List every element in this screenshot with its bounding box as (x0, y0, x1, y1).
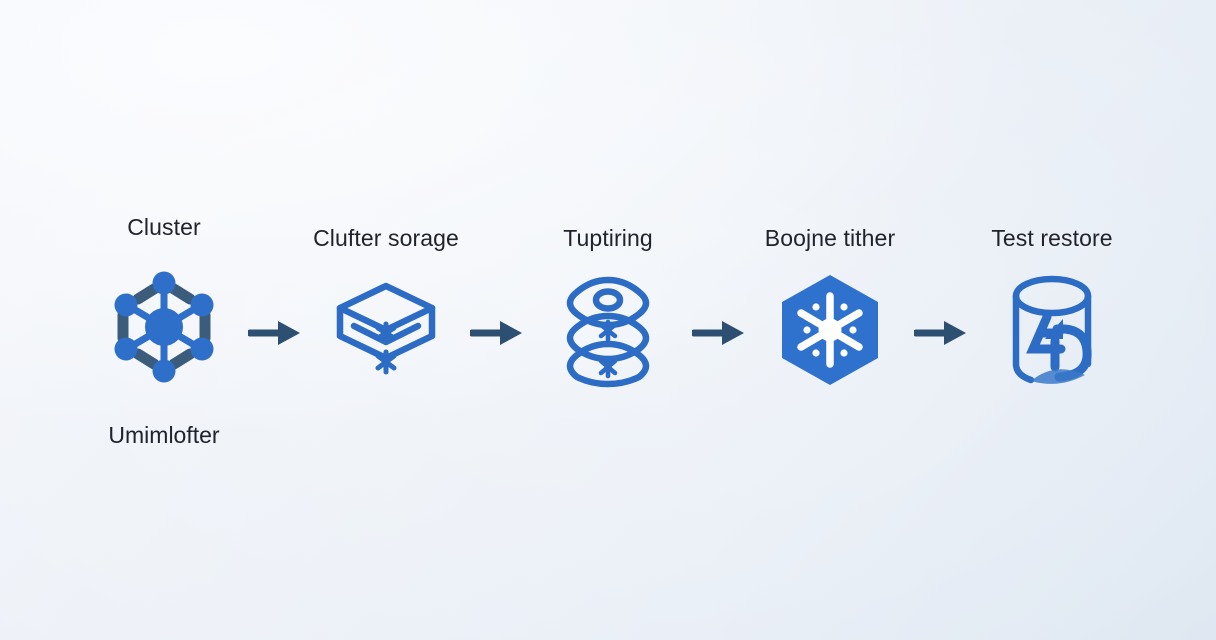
step-label-cluster: Cluster (127, 214, 201, 240)
step-sublabel-umimlofter: Umimlofter (108, 422, 220, 448)
arrow-right-icon-1 (246, 271, 304, 395)
flow-step-cluster-storage: Clufter sorage (304, 216, 468, 392)
step-label-boojne-tither: Boojne tither (764, 225, 896, 251)
step-label-cluster-storage: Clufter sorage (313, 225, 459, 251)
arrow-right-icon-4 (912, 271, 970, 395)
database-stack-layers-icon (546, 268, 670, 392)
flow-step-boojne-tither: Boojne tither (748, 216, 912, 392)
cluster-network-nodes-icon (102, 265, 226, 389)
arrow-right-icon-3 (690, 271, 748, 395)
arrow-right-icon-2 (468, 271, 526, 395)
flow-step-cluster: Cluster (82, 214, 246, 447)
step-label-test-restore: Test restore (991, 225, 1113, 251)
process-flow-diagram: Cluster (0, 214, 1216, 447)
flow-step-tuptiring: Tuptiring (526, 216, 690, 392)
flow-step-test-restore: Test restore (970, 216, 1134, 392)
step-label-tuptiring: Tuptiring (563, 225, 653, 251)
stacked-layers-storage-icon (324, 268, 448, 392)
database-cylinder-restore-icon (990, 268, 1114, 392)
hexagon-snowflake-icon (768, 268, 892, 392)
